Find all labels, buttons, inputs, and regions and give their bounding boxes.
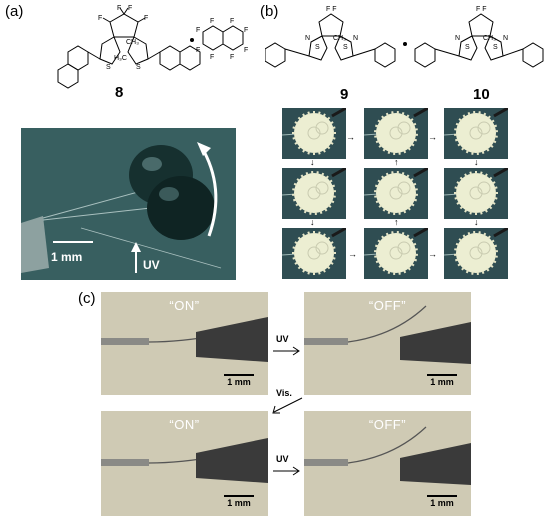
svg-text:F: F <box>117 5 121 12</box>
right-arrow-icon <box>273 466 300 476</box>
panel-b-label: (b) <box>260 3 279 20</box>
svg-text:F: F <box>128 5 132 12</box>
sequence-arrow-icon: ↑ <box>394 157 399 167</box>
scale-bar-label: 1 mm <box>430 377 454 387</box>
gear-frame <box>444 168 508 219</box>
svg-text:S: S <box>343 44 348 51</box>
svg-text:CH₃: CH₃ <box>126 39 139 46</box>
compounds-9-10-structures: F F F F S S S S N N N N CH₃ CH₃ <box>265 6 544 68</box>
svg-text:CH₃: CH₃ <box>333 35 346 42</box>
panel-a-label: (a) <box>5 3 24 20</box>
svg-text:F: F <box>230 18 234 25</box>
svg-text:CH₃: CH₃ <box>483 35 496 42</box>
svg-text:S: S <box>136 64 141 71</box>
scale-bar-label: 1 mm <box>227 498 251 508</box>
micrograph-on-2: “ON” 1 mm <box>101 411 268 516</box>
panel-c-label: (c) <box>78 290 96 307</box>
scale-bar: 1 mm <box>224 495 254 508</box>
svg-text:F: F <box>98 15 102 22</box>
gear-frame <box>364 168 428 219</box>
fiber-illustration-on-1 <box>101 317 268 362</box>
arrow-label-vis: Vis. <box>276 388 292 398</box>
fiber-illustration-off-2 <box>304 426 471 485</box>
svg-text:F: F <box>196 27 200 34</box>
scale-bar-label: 1 mm <box>430 498 454 508</box>
svg-text:F: F <box>230 54 234 61</box>
fiber-illustration-off-1 <box>304 305 471 364</box>
state-label: “OFF” <box>368 298 407 313</box>
crystal-lift-illustration <box>21 142 222 273</box>
fiber-illustration-on-2 <box>101 438 268 483</box>
svg-text:F: F <box>210 54 214 61</box>
sequence-arrow-icon: → <box>346 132 355 142</box>
svg-text:F F: F F <box>326 6 337 13</box>
right-arrow-icon <box>273 346 300 356</box>
compound-8-number: 8 <box>115 84 124 101</box>
scale-bar: 1 mm <box>224 374 254 387</box>
panel-a-photo: 1 mm UV <box>21 128 236 280</box>
scale-bar: 1 mm <box>427 374 457 387</box>
arrow-label-uv-1: UV <box>276 334 289 344</box>
svg-text:S: S <box>106 64 111 71</box>
sequence-arrow-icon: → <box>428 132 437 142</box>
svg-text:F: F <box>244 27 248 34</box>
svg-text:N: N <box>305 35 310 42</box>
micrograph-off-2: “OFF” 1 mm <box>304 411 471 516</box>
svg-text:F: F <box>144 15 148 22</box>
gear-rotation-grid: → → ↓ ↑ ↓ ↓ ↑ ↓ → → <box>282 108 522 288</box>
state-label: “ON” <box>169 417 200 432</box>
panel-a-uv-label: UV <box>143 258 160 272</box>
svg-text:S: S <box>315 44 320 51</box>
svg-text:S: S <box>493 44 498 51</box>
sequence-arrow-icon: ↓ <box>310 157 315 167</box>
state-label: “OFF” <box>368 417 407 432</box>
gear-frame <box>282 168 346 219</box>
compound-10-number: 10 <box>473 86 490 103</box>
arrow-label-uv-2: UV <box>276 454 289 464</box>
scale-bar-label: 1 mm <box>227 377 251 387</box>
gear-frame <box>444 108 508 159</box>
sequence-arrow-icon: ↓ <box>474 157 479 167</box>
panel-a-scale-label: 1 mm <box>51 250 83 264</box>
micrograph-on-1: “ON” 1 mm <box>101 292 268 395</box>
svg-text:F: F <box>210 18 214 25</box>
scale-bar: 1 mm <box>427 495 457 508</box>
diagonal-arrow-icon <box>272 397 303 414</box>
sequence-arrow-icon: ↓ <box>474 217 479 227</box>
svg-text:N: N <box>455 35 460 42</box>
sequence-arrow-icon: → <box>348 249 357 259</box>
svg-text:F F: F F <box>476 6 487 13</box>
state-label: “ON” <box>169 298 200 313</box>
gear-frame <box>364 228 428 279</box>
gear-frame <box>282 228 346 279</box>
svg-text:S: S <box>465 44 470 51</box>
svg-text:F: F <box>244 47 248 54</box>
svg-text:N: N <box>353 35 358 42</box>
sequence-arrow-icon: → <box>428 249 437 259</box>
gear-frame <box>444 228 508 279</box>
sequence-arrow-icon: ↑ <box>394 217 399 227</box>
svg-text:F: F <box>196 47 200 54</box>
gear-frame <box>282 108 346 159</box>
gear-frame <box>364 108 428 159</box>
svg-text:H₃C: H₃C <box>114 55 127 62</box>
compound-9-number: 9 <box>340 86 349 103</box>
svg-text:N: N <box>503 35 508 42</box>
micrograph-off-1: “OFF” 1 mm <box>304 292 471 395</box>
sequence-arrow-icon: ↓ <box>310 217 315 227</box>
